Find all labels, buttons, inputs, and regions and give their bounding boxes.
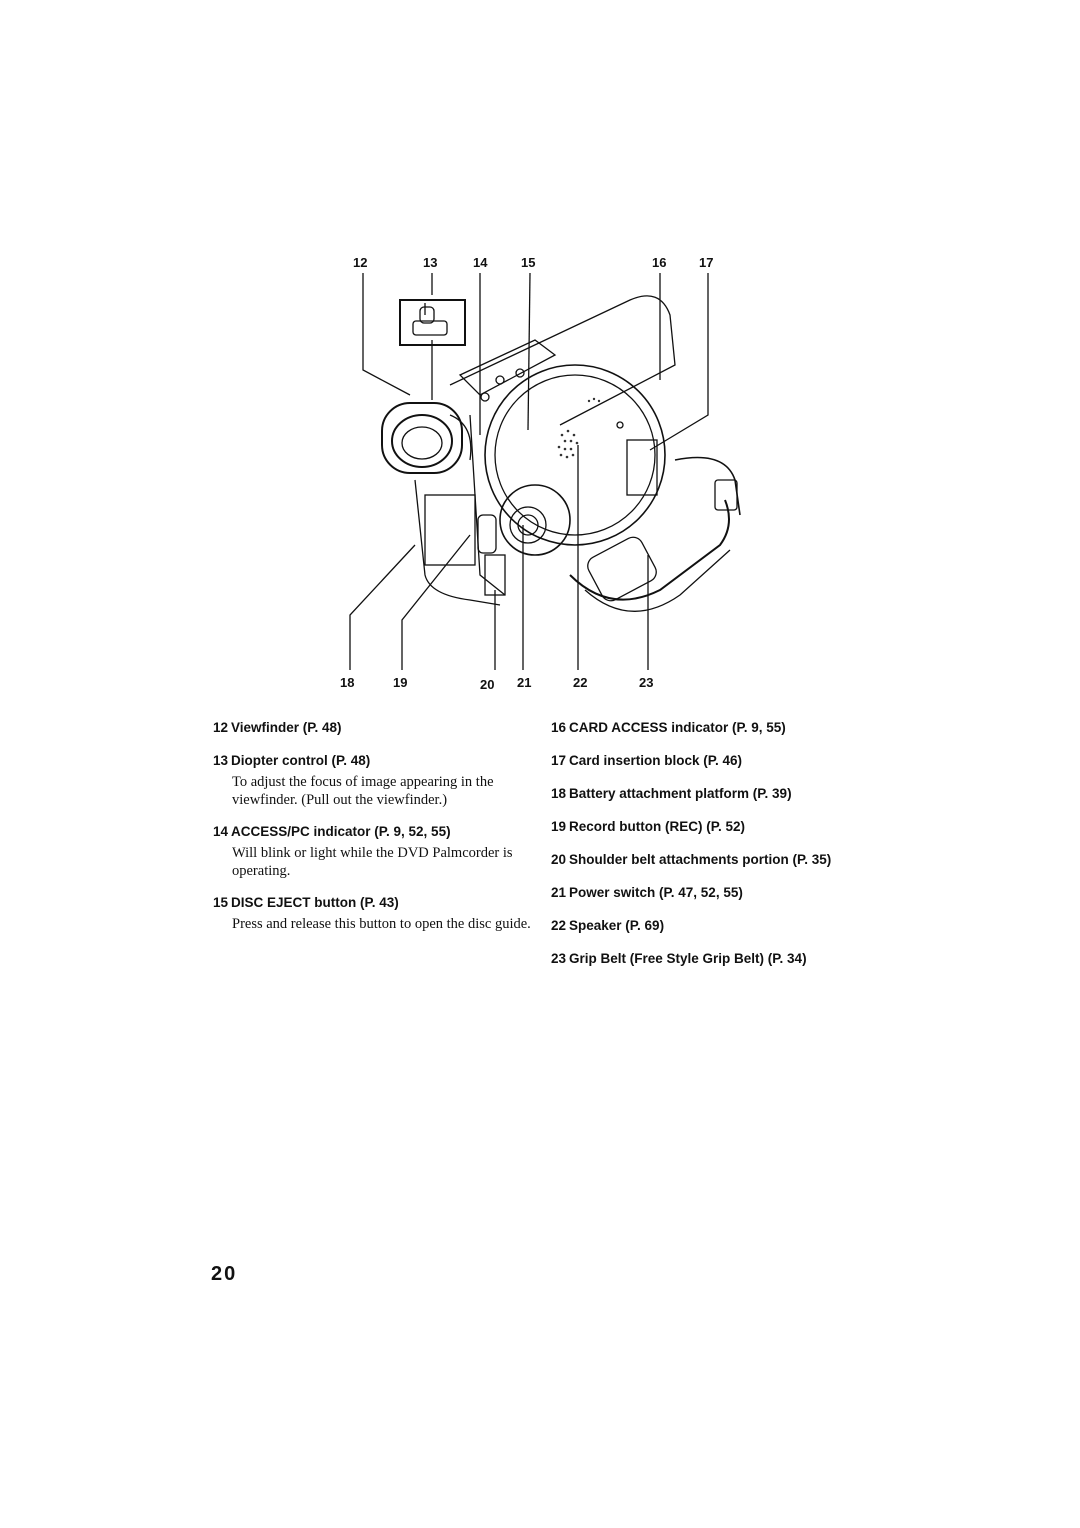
callout-18: 18 [340, 675, 355, 690]
camcorder-diagram: 12 13 14 15 16 17 18 19 20 21 22 23 [330, 245, 750, 695]
callout-22: 22 [573, 675, 588, 690]
callout-21: 21 [517, 675, 532, 690]
entry-title: Grip Belt (Free Style Grip Belt) (P. 34) [569, 951, 807, 966]
camcorder-illustration [349, 272, 741, 670]
callout-23: 23 [639, 675, 654, 690]
entry-number: 16 [551, 720, 567, 735]
entry-description: Will blink or light while the DVD Palmco… [232, 845, 513, 879]
entry-number: 20 [551, 852, 567, 867]
entry-number: 12 [213, 720, 229, 735]
entry-number: 19 [551, 819, 567, 834]
entry-number: 13 [213, 753, 229, 768]
entry-number: 22 [551, 918, 567, 933]
entry-title: ACCESS/PC indicator (P. 9, 52, 55) [231, 824, 451, 839]
callout-17: 17 [699, 255, 714, 270]
callout-15: 15 [521, 255, 536, 270]
entry-title: CARD ACCESS indicator (P. 9, 55) [569, 720, 786, 735]
entry-description: Press and release this button to open th… [232, 916, 531, 932]
entry-description: To adjust the focus of image appearing i… [232, 774, 494, 808]
entry-title: Card insertion block (P. 46) [569, 753, 743, 768]
entry-title: DISC EJECT button (P. 43) [231, 895, 399, 910]
callout-13: 13 [423, 255, 438, 270]
callout-16: 16 [652, 255, 667, 270]
callout-12: 12 [353, 255, 368, 270]
entry-number: 14 [213, 824, 229, 839]
entry-title: Battery attachment platform (P. 39) [569, 786, 792, 801]
callout-20: 20 [480, 677, 495, 692]
callout-14: 14 [473, 255, 488, 270]
entry-number: 23 [551, 951, 567, 966]
entry-number: 17 [551, 753, 567, 768]
entry-number: 18 [551, 786, 567, 801]
entry-title: Record button (REC) (P. 52) [569, 819, 746, 834]
page-number: 20 [211, 1263, 238, 1285]
entry-number: 15 [213, 895, 229, 910]
entry-title: Speaker (P. 69) [569, 918, 665, 933]
entry-title: Shoulder belt attachments portion (P. 35… [569, 852, 832, 867]
entry-title: Diopter control (P. 48) [231, 753, 371, 768]
entry-number: 21 [551, 885, 567, 900]
entry-title: Power switch (P. 47, 52, 55) [569, 885, 743, 900]
callout-19: 19 [393, 675, 408, 690]
entry-title: Viewfinder (P. 48) [231, 720, 342, 735]
